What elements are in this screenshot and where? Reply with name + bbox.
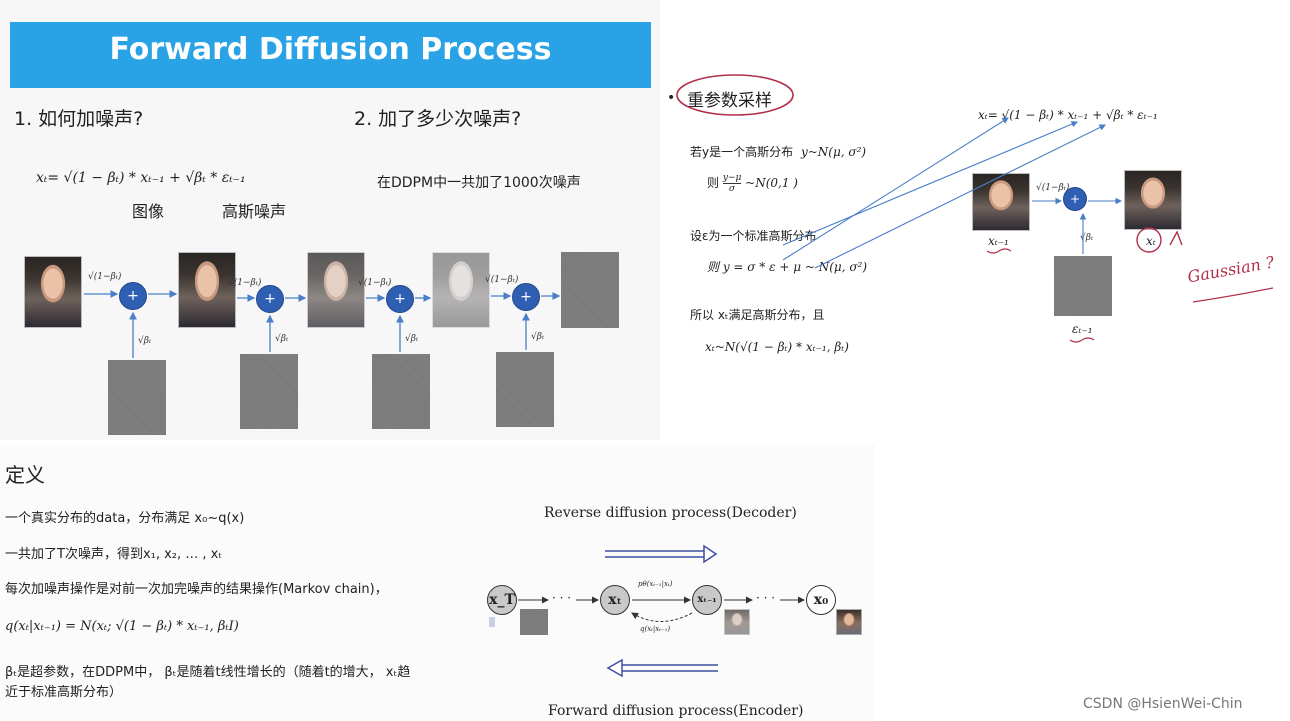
forward-diffusion-slide: Forward Diffusion Process 1. 如何加噪声? 2. 加… [0, 0, 660, 440]
bullet: • [667, 90, 676, 106]
noise-block-4 [496, 352, 554, 427]
small-noise-image [520, 609, 548, 635]
ddpm-noise-count: 在DDPM中一共加了1000次噪声 [377, 175, 581, 191]
label-image: 图像 [132, 202, 165, 221]
forward-process-label: Forward diffusion process(Encoder) [548, 703, 804, 719]
face-image-x2 [307, 252, 365, 328]
label-gaussian-noise: 高斯噪声 [222, 202, 287, 221]
right-arrow-label-top: √(1−βₜ) [1036, 183, 1070, 193]
arrow-label-sqrt-1-beta-3: √(1−βₜ) [358, 278, 392, 288]
line1-math: y~N(μ, σ²) [800, 145, 867, 159]
node-x0: x₀ [806, 585, 836, 615]
plus-node-1: + [119, 282, 147, 310]
chain-arrows [84, 290, 561, 358]
noise-block-1 [108, 360, 166, 435]
process-arrows [518, 544, 805, 678]
noise-block-3 [372, 354, 430, 429]
text-so-xt-gaussian: 所以 xₜ满足高斯分布，且 [690, 308, 825, 322]
face-image-x3 [432, 252, 490, 328]
question-how-many-times: 2. 加了多少次噪声? [354, 108, 522, 130]
def-line-2: 一共加了T次噪声，得到x₁, x₂, … , xₜ [5, 547, 223, 562]
small-noisy-face [724, 609, 750, 635]
arrow-label-sqrt-1-beta-2: √(1−βₜ) [228, 278, 262, 288]
heading-reparameterization: 重参数采样 [687, 91, 772, 111]
noise-block-2 [240, 354, 298, 429]
label-xt: xₜ [1146, 234, 1156, 248]
node-xt: xₜ [600, 585, 630, 615]
line1-text: 若y是一个高斯分布 [690, 145, 794, 159]
text-if-y-gaussian: 若y是一个高斯分布 y~N(μ, σ²) [690, 143, 866, 160]
right-arrow-label-bottom: √βₜ [1080, 233, 1094, 243]
label-eps: εₜ₋₁ [1072, 322, 1093, 336]
face-image-x0 [24, 256, 82, 328]
arrow-label-sqrt-1-beta-4: √(1−βₜ) [485, 275, 519, 285]
text-let-eps-standard: 设ε为一个标准高斯分布 [690, 229, 817, 243]
line2-rest: ~N(0,1 ) [745, 176, 798, 190]
node-xT: x_T [487, 585, 517, 615]
small-clean-face [836, 609, 862, 635]
plus-node-2: + [256, 285, 284, 313]
dots-left: · · · [552, 591, 572, 605]
arrow-label-sqrt-beta-1: √βₜ [138, 336, 152, 346]
text-then-y-equals: 则 y = σ * ε + μ ~ N(μ, σ²) [707, 260, 867, 274]
label-xt-minus-1: xₜ₋₁ [988, 234, 1009, 248]
def-line-6: 近于标准高斯分布） [5, 685, 123, 700]
handwritten-circle [676, 74, 794, 116]
line2-prefix: 则 [707, 176, 720, 190]
heading-definition: 定义 [5, 463, 45, 487]
small-marker [489, 617, 495, 627]
p-theta-label: pθ(xₜ₋₁|xₜ) [638, 580, 673, 588]
def-line-3: 每次加噪声操作是对前一次加完噪声的结果操作(Markov chain)， [5, 582, 388, 597]
reparameterization-slide: • 重参数采样 若y是一个高斯分布 y~N(μ, σ²) 则 y−μ σ ~N(… [665, 70, 1290, 370]
noise-formula: xₜ= √(1 − βₜ) * xₜ₋₁ + √βₜ * εₜ₋₁ [36, 170, 246, 186]
fraction: y−μ σ [722, 173, 742, 194]
face-image-xt [1124, 170, 1182, 230]
slide-banner-title: Forward Diffusion Process [10, 22, 651, 88]
def-line-4: q(xₜ|xₜ₋₁) = N(xₜ; √(1 − βₜ) * xₜ₋₁, βₜI… [5, 619, 239, 634]
text-then-standardized: 则 y−μ σ ~N(0,1 ) [707, 173, 798, 194]
face-image-x1 [178, 252, 236, 328]
fraction-numerator: y−μ [722, 173, 742, 184]
def-line-5: βₜ是超参数，在DDPM中， βₜ是随着t线性增长的（随着t的增大， xₜ趋 [5, 665, 411, 680]
arrow-label-sqrt-1-beta-1: √(1−βₜ) [88, 272, 122, 282]
definition-slide: 定义 一个真实分布的data，分布满足 x₀~q(x) 一共加了T次噪声，得到x… [0, 445, 875, 721]
fraction-denominator: σ [729, 184, 736, 194]
arrow-label-sqrt-beta-2: √βₜ [275, 334, 289, 344]
plus-node-4: + [512, 283, 540, 311]
text-xt-distribution: xₜ~N(√(1 − βₜ) * xₜ₋₁, βₜ) [705, 340, 849, 354]
arrow-label-sqrt-beta-3: √βₜ [405, 334, 419, 344]
face-image-xt-minus-1 [972, 173, 1030, 231]
q-label: q(xₜ|xₜ₋₁) [640, 625, 671, 633]
top-formula: xₜ= √(1 − βₜ) * xₜ₋₁ + √βₜ * εₜ₋₁ [978, 108, 1158, 122]
dots-right: · · · [756, 591, 776, 605]
node-xt-minus-1: xₜ₋₁ [692, 585, 722, 615]
noise-image-xT [561, 252, 619, 328]
noise-image-eps [1054, 256, 1112, 316]
question-how-add-noise: 1. 如何加噪声? [14, 108, 144, 130]
reverse-process-label: Reverse diffusion process(Decoder) [544, 505, 797, 521]
right-slide-arrows [676, 74, 1274, 343]
plus-node-3: + [386, 285, 414, 313]
csdn-watermark: CSDN @HsienWei-Chin [1083, 696, 1243, 712]
plus-node-right: + [1063, 187, 1087, 211]
arrow-label-sqrt-beta-4: √βₜ [531, 332, 545, 342]
def-line-1: 一个真实分布的data，分布满足 x₀~q(x) [5, 511, 245, 526]
